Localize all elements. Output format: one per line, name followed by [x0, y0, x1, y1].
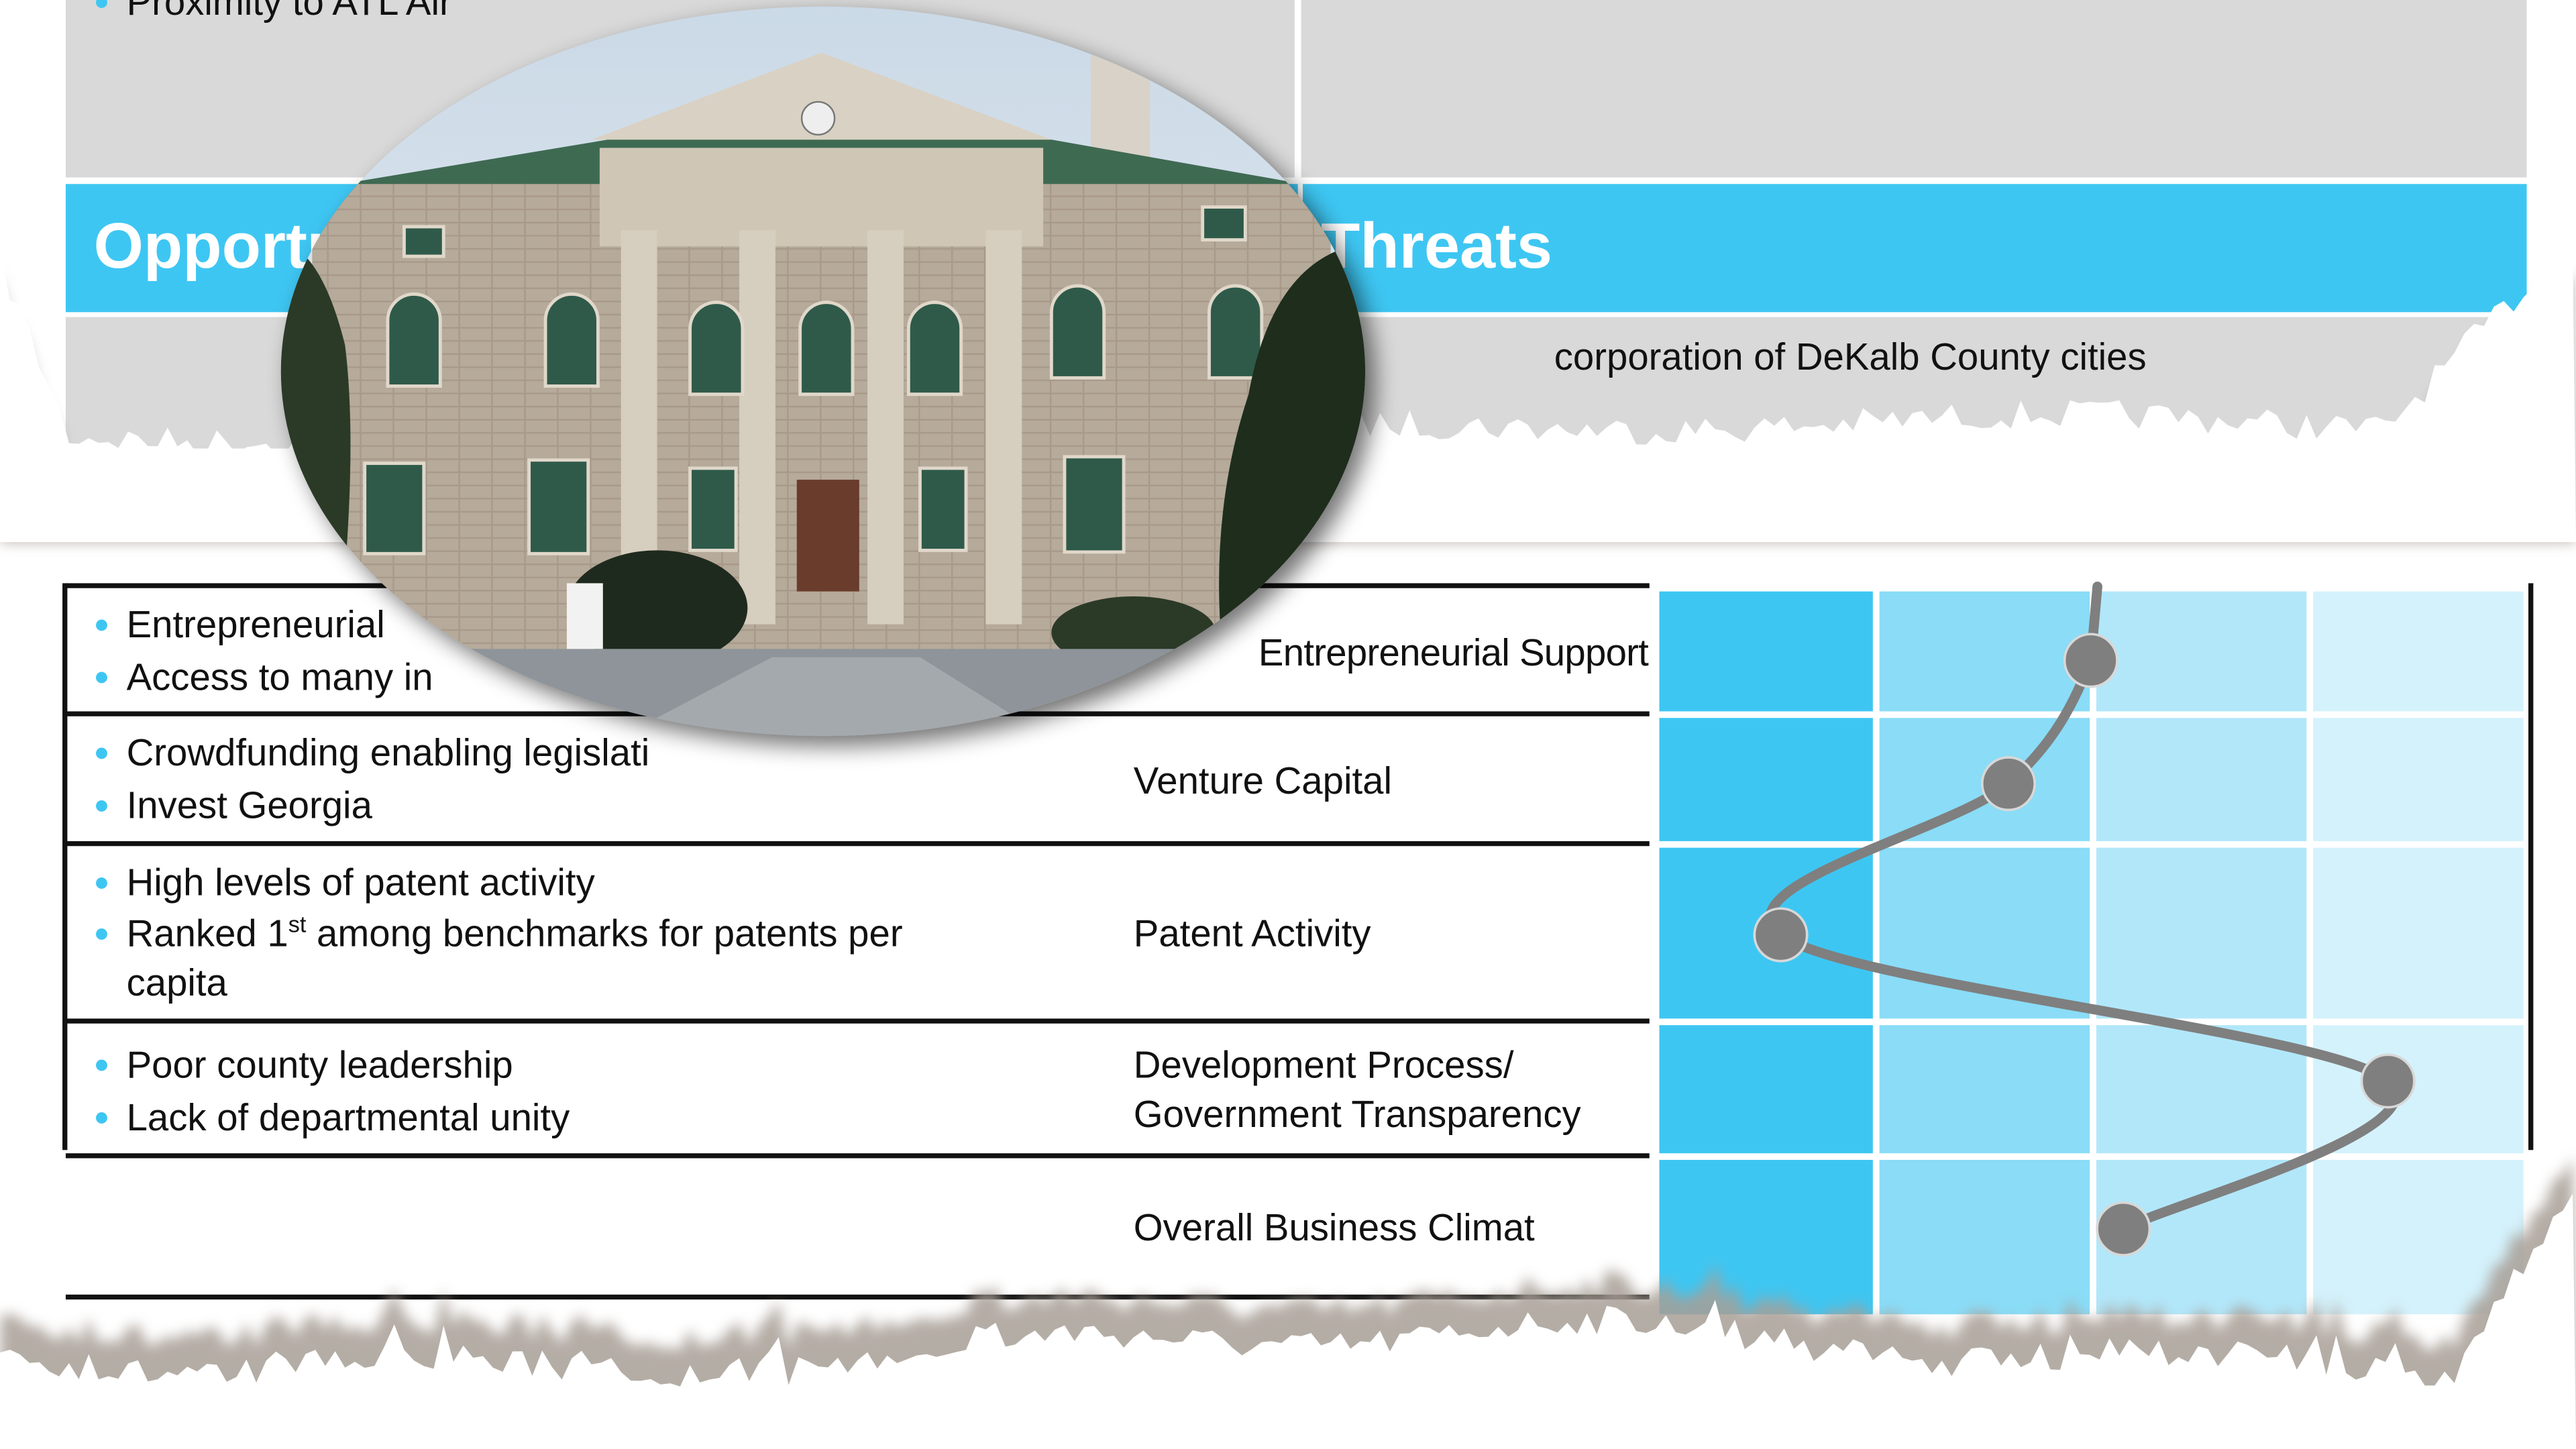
score-point — [1753, 907, 1809, 963]
bullet-icon: ● — [93, 0, 110, 17]
chart-band-cell — [2096, 591, 2307, 712]
table-row-bullet: ●Ranked 1st among benchmarks for patents… — [93, 910, 903, 955]
table-row-category-line2: Government Transparency — [1133, 1092, 1581, 1136]
threats-heading: Threats — [1320, 211, 1553, 283]
chart-band-cell — [2313, 847, 2524, 1019]
chart-band-cell — [1659, 1025, 1873, 1154]
table-row-category: Venture Capital — [1133, 759, 1392, 802]
table-row-category: Entrepreneurial Support — [1258, 631, 1649, 674]
table-row-bullet: ●Poor county leadership — [93, 1043, 513, 1086]
table-row-bullet: ●High levels of patent activity — [93, 861, 595, 904]
weaknesses-panel — [1301, 0, 2527, 178]
row-divider — [65, 1153, 1650, 1159]
score-point — [2063, 633, 2118, 688]
chart-band-cell — [2096, 718, 2307, 841]
table-row-bullet: ●Crowdfunding enabling legislati — [93, 731, 650, 774]
table-row-bullet: ●Invest Georgia — [93, 784, 372, 826]
table-left-border — [62, 583, 68, 1150]
score-point — [2096, 1201, 2151, 1256]
score-point — [1980, 756, 2036, 812]
chart-band-cell — [2313, 718, 2524, 841]
table-row-category: Development Process/ — [1133, 1043, 1514, 1086]
chart-band-cell — [1879, 1025, 2090, 1154]
table-row-category: Patent Activity — [1133, 912, 1371, 955]
row-divider — [65, 1294, 1650, 1300]
chart-band-cell — [1879, 1159, 2090, 1315]
chart-band-cell — [2096, 847, 2307, 1019]
chart-band-cell — [2313, 591, 2524, 712]
chart-band-cell — [2313, 1025, 2524, 1154]
table-row-bullet: ●Access to many in — [93, 655, 433, 698]
strength-text: Proximity to ATL Air — [126, 0, 452, 23]
table-row-category: Overall Business Climat — [1133, 1205, 1535, 1249]
courthouse-photo — [280, 6, 1375, 746]
table-right-border — [2528, 583, 2534, 1150]
table-row-bullet: ●Entrepreneurial — [93, 602, 385, 646]
torn-edge — [0, 1193, 2576, 1449]
chart-band-cell — [1659, 718, 1873, 841]
row-divider — [65, 841, 1650, 847]
strength-item: ● Proximity to ATL Air — [94, 0, 452, 28]
chart-band-cell — [1659, 591, 1873, 712]
row-divider — [65, 1018, 1650, 1024]
chart-band-cell — [1659, 1159, 1873, 1315]
table-row-bullet-cont: capita — [126, 961, 227, 1004]
score-point — [2360, 1053, 2416, 1109]
threat-item: corporation of DeKalb County cities — [1554, 335, 2147, 378]
table-row-bullet: ●Lack of departmental unity — [93, 1095, 570, 1139]
chart-band-cell — [1879, 591, 2090, 712]
